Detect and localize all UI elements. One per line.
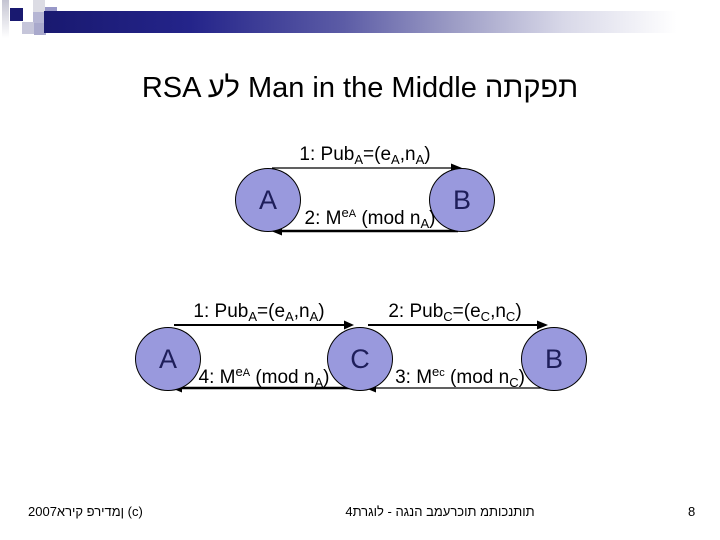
node-a-bottom: A [135, 327, 201, 391]
decoration-square [34, 23, 46, 35]
node-c-bottom: C [327, 327, 393, 391]
decoration-navy-square [10, 8, 23, 21]
label-bottom-msg4: 4: MeA (mod nA) [198, 364, 330, 390]
slide-title: RSA על Man in the Middle התקפת [141, 72, 579, 104]
label-top-msg2: 2: MeA (mod nA) [304, 205, 436, 231]
label-bottom-msg2: 2: PubC=(eC,nC) [388, 301, 522, 324]
footer-author: 2007אריק פרידמן (c) [28, 504, 143, 519]
label-top-msg1: 1: PubA=(eA,nA) [299, 144, 431, 167]
label-bottom-msg1: 1: PubA=(eA,nA) [193, 301, 325, 324]
node-a-top: A [235, 168, 301, 232]
node-b-top: B [429, 168, 495, 232]
label-bottom-msg3: 3: Mec (mod nC) [395, 364, 525, 390]
node-c-bottom-label: C [350, 343, 370, 374]
node-a-bottom-label: A [158, 343, 177, 374]
node-b-bottom: B [521, 327, 587, 391]
decoration-square [22, 22, 34, 34]
decoration-square [33, 0, 45, 12]
decoration-gradient-bar [44, 11, 710, 33]
node-a-top-label: A [258, 184, 277, 215]
footer-page-number: 8 [688, 504, 696, 519]
decoration-square [33, 12, 45, 24]
footer-course-title: 4תרגול - הגנה במערכות מתוכנתות [345, 504, 535, 519]
decoration-vertical-bar [2, 0, 9, 38]
node-b-bottom-label: B [544, 343, 563, 374]
node-b-top-label: B [452, 184, 471, 215]
